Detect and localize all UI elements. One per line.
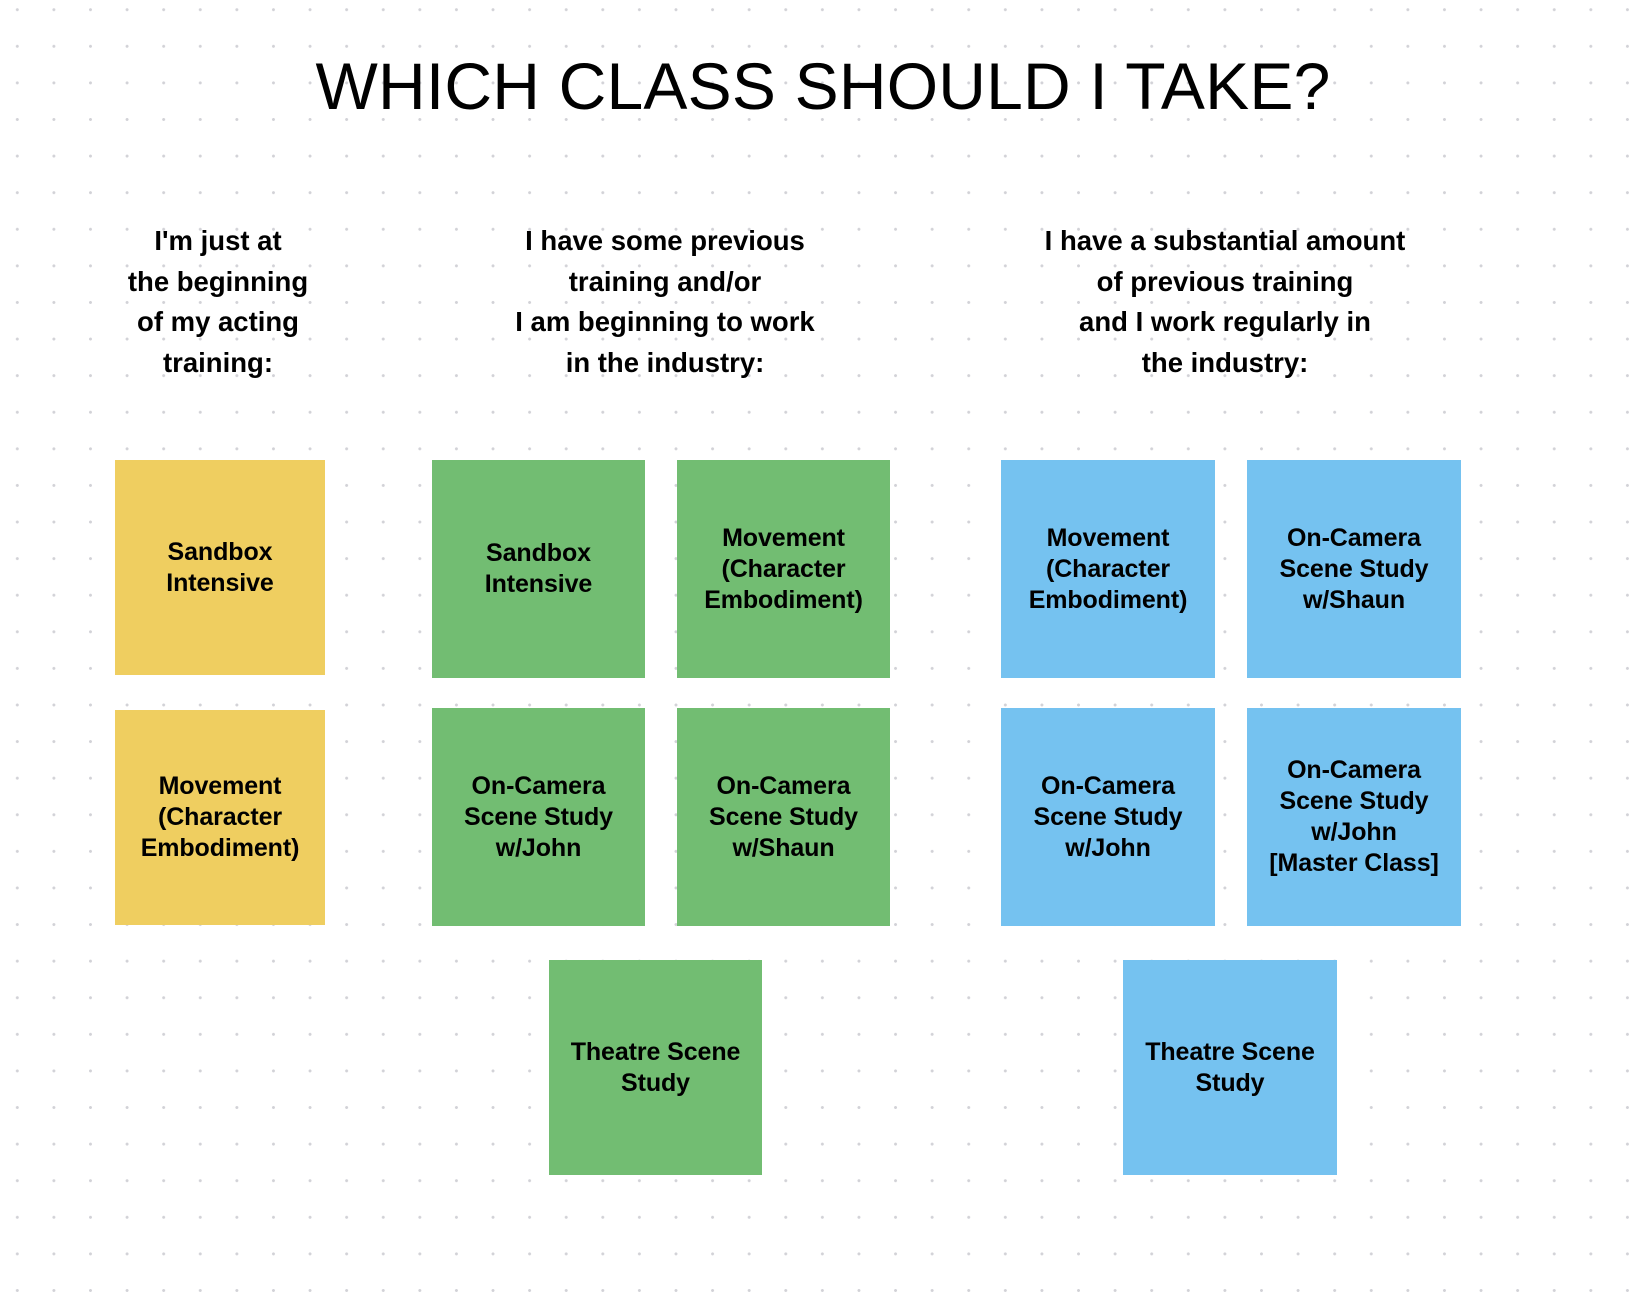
class-card-on-camera-scene-study-john-intermediate[interactable]: On-Camera Scene Study w/John [432,708,645,926]
class-card-on-camera-scene-study-shaun-advanced[interactable]: On-Camera Scene Study w/Shaun [1247,460,1461,678]
class-card-sandbox-intensive-beginner[interactable]: Sandbox Intensive [115,460,325,675]
class-card-sandbox-intensive-intermediate[interactable]: Sandbox Intensive [432,460,645,678]
class-card-on-camera-scene-study-john-advanced[interactable]: On-Camera Scene Study w/John [1001,708,1215,926]
class-card-on-camera-scene-study-john-master-class[interactable]: On-Camera Scene Study w/John [Master Cla… [1247,708,1461,926]
class-card-movement-character-embodiment-intermediate[interactable]: Movement (Character Embodiment) [677,460,890,678]
class-card-movement-character-embodiment-advanced[interactable]: Movement (Character Embodiment) [1001,460,1215,678]
class-card-movement-character-embodiment-beginner[interactable]: Movement (Character Embodiment) [115,710,325,925]
column-header-beginner: I'm just at the beginning of my acting t… [127,225,309,378]
column-header-intermediate: I have some previous training and/or I a… [515,225,815,378]
class-card-on-camera-scene-study-shaun-intermediate[interactable]: On-Camera Scene Study w/Shaun [677,708,890,926]
page-title: WHICH CLASS SHOULD I TAKE? [315,49,1331,123]
class-card-theatre-scene-study-advanced[interactable]: Theatre Scene Study [1123,960,1337,1175]
column-header-advanced: I have a substantial amount of previous … [1044,225,1406,378]
class-card-theatre-scene-study-intermediate[interactable]: Theatre Scene Study [549,960,762,1175]
